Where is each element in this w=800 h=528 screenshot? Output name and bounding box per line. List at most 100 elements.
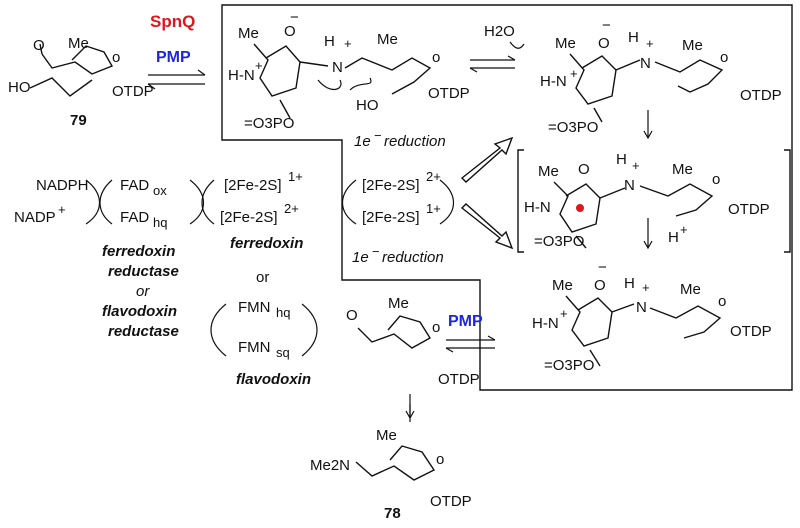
- svg-text:+: +: [344, 36, 352, 51]
- svg-text:Me: Me: [552, 277, 573, 294]
- svg-text:2+: 2+: [426, 169, 441, 184]
- svg-text:[2Fe-2S]: [2Fe-2S]: [362, 177, 420, 194]
- svg-text:Me: Me: [555, 35, 576, 52]
- svg-text:or: or: [256, 269, 269, 286]
- svg-text:O: O: [33, 37, 45, 54]
- svg-text:+: +: [560, 306, 568, 321]
- svg-text:HO: HO: [356, 97, 379, 114]
- svg-text:H: H: [668, 229, 679, 246]
- svg-text:1+: 1+: [288, 169, 303, 184]
- svg-text:o: o: [432, 49, 440, 66]
- intermediate-1: Me O − H-N + H + N Me o HO OTDP =O3PO: [228, 9, 470, 132]
- svg-text:OTDP: OTDP: [112, 83, 154, 100]
- svg-text:H-N: H-N: [532, 315, 559, 332]
- svg-text:[2Fe-2S]: [2Fe-2S]: [362, 209, 420, 226]
- svg-text:o: o: [718, 293, 726, 310]
- intermediate-2: Me O − H-N + H + N Me o OTDP =O3PO: [540, 17, 782, 136]
- svg-text:Me: Me: [377, 31, 398, 48]
- svg-text:1e: 1e: [352, 249, 369, 266]
- ketone-intermediate: O Me o OTDP: [346, 295, 480, 388]
- radical-dot: [576, 204, 584, 212]
- svg-text:H: H: [616, 151, 627, 168]
- electron-transfer-chain: NADPH NADP + FAD ox FAD hq [2Fe-2S] 1+ […: [14, 169, 455, 388]
- equilibrium-arrow-right: [446, 335, 496, 341]
- svg-text:H: H: [628, 29, 639, 46]
- svg-text:o: o: [720, 49, 728, 66]
- svg-text:O: O: [346, 307, 358, 324]
- svg-text:reduction: reduction: [382, 249, 444, 266]
- equilibrium-arrow-top: [148, 69, 206, 76]
- enzyme-label: SpnQ: [150, 12, 195, 31]
- svg-text:H-N: H-N: [540, 73, 567, 90]
- svg-text:=O3PO: =O3PO: [548, 119, 598, 136]
- svg-text:OTDP: OTDP: [438, 371, 480, 388]
- svg-text:H: H: [624, 275, 635, 292]
- svg-text:Me2N: Me2N: [310, 457, 350, 474]
- compound-79: HO O Me o HO OTDP 79: [8, 35, 154, 129]
- svg-text:N: N: [640, 55, 651, 72]
- svg-text:o: o: [432, 319, 440, 336]
- svg-text:ox: ox: [153, 183, 167, 198]
- svg-text:O: O: [598, 35, 610, 52]
- svg-text:Me: Me: [538, 163, 559, 180]
- svg-text:FAD: FAD: [120, 209, 149, 226]
- pmp-label-right: PMP: [448, 313, 483, 330]
- svg-text:o: o: [112, 49, 120, 66]
- pmp-label-top: PMP: [156, 49, 191, 66]
- nadp-label: NADP: [14, 209, 56, 226]
- svg-text:Me: Me: [682, 37, 703, 54]
- svg-text:Me: Me: [376, 427, 397, 444]
- svg-text:Me: Me: [238, 25, 259, 42]
- svg-text:+: +: [58, 202, 66, 217]
- nadph-label: NADPH: [36, 177, 89, 194]
- svg-text:N: N: [636, 299, 647, 316]
- svg-text:−: −: [602, 17, 611, 34]
- methyl-label: Me: [68, 35, 89, 52]
- svg-text:=O3PO: =O3PO: [534, 233, 584, 250]
- svg-text:−: −: [290, 9, 299, 26]
- compound-79-label: 79: [70, 112, 87, 129]
- svg-text:O: O: [594, 277, 606, 294]
- svg-text:[2Fe-2S]: [2Fe-2S]: [224, 177, 282, 194]
- water-label: H2O: [484, 23, 515, 40]
- svg-text:+: +: [680, 222, 688, 237]
- compound-78-label: 78: [384, 505, 401, 522]
- svg-text:+: +: [570, 66, 578, 81]
- svg-text:OTDP: OTDP: [428, 85, 470, 102]
- svg-text:2+: 2+: [284, 201, 299, 216]
- svg-text:OTDP: OTDP: [730, 323, 772, 340]
- svg-text:+: +: [646, 36, 654, 51]
- mechanism-box: [221, 4, 793, 391]
- svg-text:reduction: reduction: [384, 133, 446, 150]
- compound-78: Me2N Me o OTDP 78: [310, 427, 472, 522]
- svg-text:reductase: reductase: [108, 323, 179, 340]
- svg-text:=O3PO: =O3PO: [244, 115, 294, 132]
- svg-text:Me: Me: [672, 161, 693, 178]
- svg-text:[2Fe-2S]: [2Fe-2S]: [220, 209, 278, 226]
- svg-text:hq: hq: [153, 215, 167, 230]
- svg-text:OTDP: OTDP: [430, 493, 472, 510]
- svg-text:FMN: FMN: [238, 339, 271, 356]
- svg-text:O: O: [578, 161, 590, 178]
- svg-text:+: +: [255, 58, 263, 73]
- svg-text:o: o: [712, 171, 720, 188]
- svg-text:OTDP: OTDP: [728, 201, 770, 218]
- intermediate-3: Me O − H-N + H + N Me o OTDP =O3PO: [532, 259, 772, 374]
- svg-text:1e: 1e: [354, 133, 371, 150]
- svg-text:flavodoxin: flavodoxin: [102, 303, 177, 320]
- ferredoxin-label: ferredoxin: [230, 235, 303, 252]
- svg-text:N: N: [624, 177, 635, 194]
- svg-text:1+: 1+: [426, 201, 441, 216]
- flavodoxin-label: flavodoxin: [236, 371, 311, 388]
- svg-text:+: +: [642, 280, 650, 295]
- svg-text:o: o: [436, 451, 444, 468]
- svg-text:ferredoxin: ferredoxin: [102, 243, 175, 260]
- svg-text:OTDP: OTDP: [740, 87, 782, 104]
- svg-text:−: −: [374, 128, 382, 143]
- svg-text:Me: Me: [388, 295, 409, 312]
- svg-text:H-N: H-N: [524, 199, 551, 216]
- radical-intermediate: Me O H-N H + N Me o OTDP =O3PO H +: [517, 149, 791, 253]
- svg-text:O: O: [284, 23, 296, 40]
